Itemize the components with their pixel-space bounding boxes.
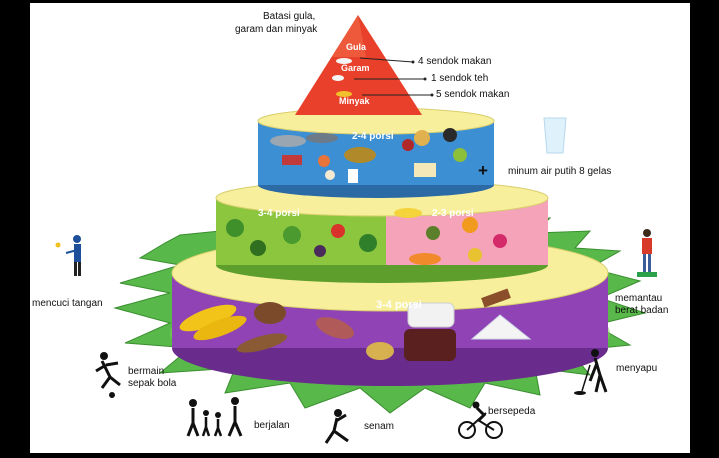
banana-icon	[394, 208, 422, 218]
top-note-line2: garam dan minyak	[235, 24, 318, 35]
bread-icon	[481, 288, 511, 308]
milk-icon	[348, 169, 358, 183]
label-sweeping: menyapu	[616, 363, 657, 374]
flour-icon	[470, 314, 532, 340]
staple-foods	[179, 288, 532, 361]
pyramid-peak: Gula Garam Minyak 4 sendok makan 1 sendo…	[295, 15, 509, 115]
peak-triangle	[295, 15, 422, 115]
activity-sweeping: menyapu	[574, 349, 657, 395]
label-weight-line2: berat badan	[615, 305, 668, 316]
papaya-icon	[409, 253, 441, 265]
leader-line-sugar	[359, 57, 414, 63]
label-exercise: senam	[364, 421, 394, 432]
fish-icon	[270, 135, 306, 147]
activity-football: bermain sepak bola	[95, 352, 177, 398]
label-football-line1: bermain	[128, 366, 164, 377]
beans-icon	[414, 130, 430, 146]
water-note: + minum air putih 8 gelas	[478, 117, 611, 180]
carp-icon	[344, 147, 376, 163]
spoon-salt-icon	[332, 75, 344, 81]
activity-exercise: senam	[324, 409, 394, 444]
dragonfruit-icon	[493, 234, 507, 248]
label-football-line2: sepak bola	[128, 378, 177, 389]
peak-label-sugar: Gula	[346, 42, 367, 52]
amount-salt: 1 sendok teh	[431, 73, 488, 84]
tuber-icon	[254, 302, 286, 324]
tofu-icon	[414, 163, 436, 177]
washing-person-icon	[55, 235, 82, 276]
protein-foods	[270, 128, 467, 183]
corn-icon	[193, 315, 247, 341]
spoon-sugar-icon	[336, 58, 352, 64]
peak-highlight	[332, 15, 366, 57]
sweet-potato-icon	[315, 317, 355, 339]
red-rice-icon	[404, 329, 456, 361]
spinach-icon	[359, 234, 377, 252]
spoon-oil-icon	[336, 91, 352, 97]
tier-vegetables-portion: 3-4 porsi	[258, 208, 300, 219]
rice-icon	[407, 302, 455, 328]
corn-icon	[179, 304, 237, 332]
leader-dot	[411, 60, 415, 64]
egg-icon	[325, 170, 335, 180]
cyclist-icon	[458, 401, 503, 439]
sweeping-person-icon	[574, 349, 608, 395]
label-cycling: bersepeda	[488, 406, 536, 417]
orange-icon	[462, 217, 478, 233]
food-pyramid-diagram: 3-4 porsi 3-4 porsi 2-3 porsi	[32, 11, 668, 444]
shrimp-icon	[318, 155, 330, 167]
leader-dot	[430, 93, 434, 97]
tier-protein: 2-4 porsi	[257, 107, 495, 198]
peak-label-oil: Minyak	[339, 96, 371, 106]
tier-fruits-portion: 2-3 porsi	[432, 208, 474, 219]
football-player-icon	[95, 352, 121, 398]
activity-walking: berjalan	[186, 397, 290, 437]
activity-cycling: bersepeda	[458, 401, 536, 439]
peas-icon	[453, 148, 467, 162]
weighing-person-icon	[637, 229, 657, 277]
red-beans-icon	[402, 139, 414, 151]
label-walking: berjalan	[254, 420, 290, 431]
amount-oil: 5 sendok makan	[436, 89, 509, 100]
amount-sugar: 4 sendok makan	[418, 56, 491, 67]
potato-icon	[366, 342, 394, 360]
tier-staples-portion: 3-4 porsi	[376, 299, 422, 311]
black-beans-icon	[443, 128, 457, 142]
label-weight-line1: memantau	[615, 293, 662, 304]
label-wash-hands: mencuci tangan	[32, 298, 103, 309]
water-plus: +	[478, 161, 488, 180]
avocado-icon	[426, 226, 440, 240]
tier-protein-portion: 2-4 porsi	[352, 131, 394, 142]
walking-family-icon	[186, 397, 243, 437]
greens-icon	[283, 226, 301, 244]
fruit-foods	[394, 208, 507, 265]
eggplant-icon	[314, 245, 326, 257]
fish-icon	[306, 133, 338, 143]
activity-wash-hands: mencuci tangan	[32, 235, 103, 309]
meat-icon	[282, 155, 302, 165]
top-note-line1: Batasi gula,	[263, 11, 315, 22]
cassava-icon	[236, 333, 288, 353]
water-label: minum air putih 8 gelas	[508, 166, 611, 177]
broccoli-icon	[250, 240, 266, 256]
exercise-person-icon	[324, 409, 349, 444]
cabbage-icon	[226, 219, 244, 237]
peak-label-salt: Garam	[341, 63, 370, 73]
activity-weight: memantau berat badan	[615, 229, 668, 316]
vegetable-foods	[226, 219, 377, 257]
tomato-icon	[331, 224, 345, 238]
mango-icon	[468, 248, 482, 262]
diagram-canvas: 3-4 porsi 3-4 porsi 2-3 porsi	[30, 3, 690, 453]
leader-dot	[423, 77, 427, 81]
water-glass-icon	[543, 117, 567, 154]
